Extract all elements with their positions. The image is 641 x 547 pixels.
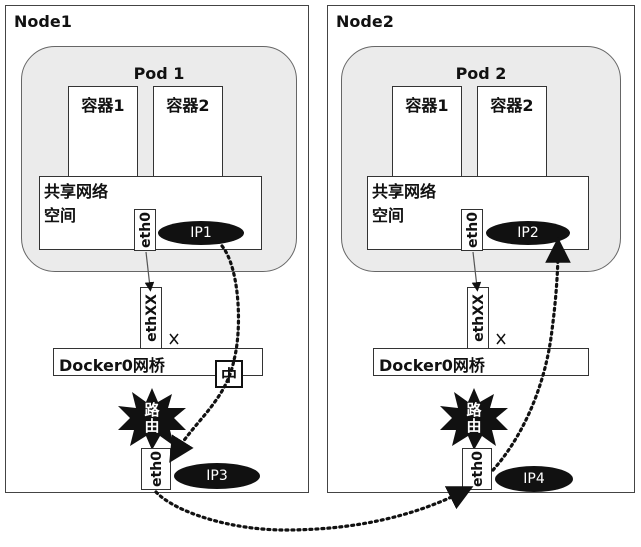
node1-host-eth0: eth0 bbox=[141, 448, 171, 490]
pod2-container-1: 容器1 bbox=[392, 86, 462, 178]
pod1-container-1: 容器1 bbox=[68, 86, 138, 178]
route-label: 路由 bbox=[466, 401, 482, 435]
node1-router-burst: 路由 bbox=[116, 386, 188, 452]
node2-router-burst: 路由 bbox=[438, 386, 510, 452]
container-label: 容器2 bbox=[490, 96, 534, 115]
netns-label-line1: 共享网络 bbox=[44, 182, 109, 201]
eth-label: eth0 bbox=[470, 451, 486, 487]
bridge-label: Docker0网桥 bbox=[59, 356, 165, 375]
container-label: 容器2 bbox=[166, 96, 210, 115]
node1-title: Node1 bbox=[14, 12, 72, 31]
eth-label: eth0 bbox=[465, 212, 481, 248]
burst-icon bbox=[118, 388, 186, 450]
eth-label: eth0 bbox=[149, 451, 165, 487]
ip1-badge: IP1 bbox=[158, 221, 244, 245]
node1-veth: ethXX bbox=[140, 287, 162, 349]
node2-veth: ethXX bbox=[467, 287, 489, 349]
burst-icon bbox=[440, 388, 508, 450]
veth-label: ethXX bbox=[471, 294, 487, 342]
bridge-label: Docker0网桥 bbox=[379, 356, 485, 375]
pod2-eth0: eth0 bbox=[461, 209, 483, 251]
pod1-eth0: eth0 bbox=[134, 209, 156, 251]
ip3-badge: IP3 bbox=[174, 463, 260, 489]
veth-label: ethXX bbox=[144, 294, 160, 342]
pod1-title: Pod 1 bbox=[133, 64, 185, 83]
bridge-mid-tag: 中 bbox=[215, 360, 243, 388]
pod1-container-2: 容器2 bbox=[153, 86, 223, 178]
netns-label-line1: 共享网络 bbox=[372, 182, 437, 201]
pod2-title: Pod 2 bbox=[455, 64, 507, 83]
path-node1-to-node2 bbox=[154, 486, 474, 532]
eth-label: eth0 bbox=[138, 212, 154, 248]
netns-label-line2: 空间 bbox=[44, 206, 77, 225]
ip2-badge: IP2 bbox=[486, 221, 570, 245]
node2-host-eth0: eth0 bbox=[462, 448, 492, 490]
netns-label-line2: 空间 bbox=[372, 206, 405, 225]
container-label: 容器1 bbox=[81, 96, 125, 115]
node2-bridge: Docker0网桥 bbox=[373, 348, 589, 376]
ip4-badge: IP4 bbox=[495, 466, 573, 492]
container-label: 容器1 bbox=[405, 96, 449, 115]
route-label: 路由 bbox=[144, 401, 160, 435]
pod2-container-2: 容器2 bbox=[477, 86, 547, 178]
node2-title: Node2 bbox=[336, 12, 394, 31]
